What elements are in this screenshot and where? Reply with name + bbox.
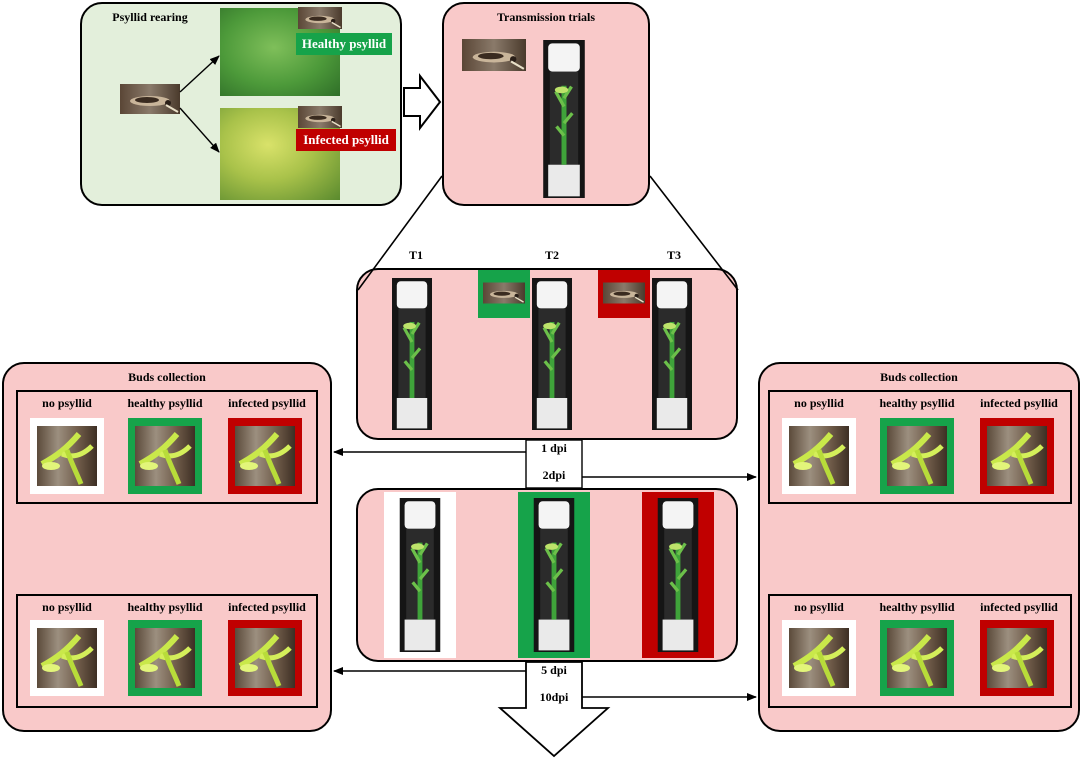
transmission-trials-title: Transmission trials xyxy=(496,10,596,24)
timepoint-10dpi: 10dpi xyxy=(539,690,569,704)
buds-right-top-infected-label: infected psyllid xyxy=(980,396,1058,410)
timepoint-1dpi: 1 dpi xyxy=(541,441,567,455)
buds-right-top-no-label: no psyllid xyxy=(794,396,844,410)
arrow-to-healthy xyxy=(179,55,220,93)
buds-right-bottom-box xyxy=(768,594,1072,708)
zoom-line-left xyxy=(357,175,443,291)
buds-left-bottom-healthy-label: healthy psyllid xyxy=(127,600,203,614)
trial-t3-label: T3 xyxy=(666,248,681,262)
buds-left-bottom-infected-label: infected psyllid xyxy=(228,600,306,614)
buds-right-bottom-healthy-label: healthy psyllid xyxy=(879,600,955,614)
trial-t2-label: T2 xyxy=(544,248,559,262)
zoom-line-right xyxy=(649,175,739,291)
down-block-arrow xyxy=(497,661,611,758)
buds-collection-right-title: Buds collection xyxy=(880,370,958,384)
timeline-stem-upper xyxy=(525,439,583,489)
healthy-psyllid-label: Healthy psyllid xyxy=(296,33,392,55)
buds-left-top-healthy-label: healthy psyllid xyxy=(127,396,203,410)
buds-right-bottom-infected-label: infected psyllid xyxy=(980,600,1058,614)
buds-right-top-box xyxy=(768,390,1072,504)
buds-right-top-healthy-label: healthy psyllid xyxy=(879,396,955,410)
buds-collection-left-title: Buds collection xyxy=(128,370,206,384)
buds-right-bottom-no-label: no psyllid xyxy=(794,600,844,614)
psyllid-rearing-title: Psyllid rearing xyxy=(112,10,188,24)
trial-t1-label: T1 xyxy=(408,248,423,262)
buds-left-top-box xyxy=(16,390,318,504)
arrow-to-infected xyxy=(179,107,220,153)
buds-left-top-no-label: no psyllid xyxy=(42,396,92,410)
timepoint-2dpi: 2dpi xyxy=(542,468,566,482)
buds-left-bottom-box xyxy=(16,594,318,708)
infected-psyllid-label: Infected psyllid xyxy=(296,129,396,151)
buds-left-top-infected-label: infected psyllid xyxy=(228,396,306,410)
buds-left-bottom-no-label: no psyllid xyxy=(42,600,92,614)
timepoint-5dpi: 5 dpi xyxy=(541,663,567,677)
block-arrow-right xyxy=(403,73,442,131)
